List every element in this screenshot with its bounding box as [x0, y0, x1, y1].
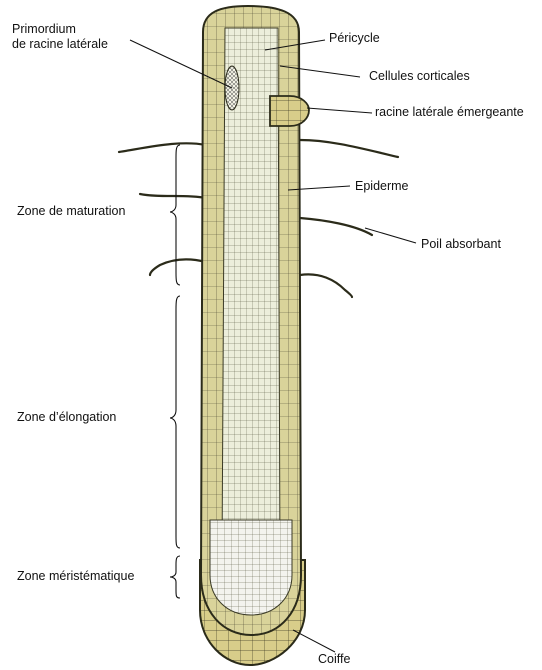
root-hair-right-3: [300, 274, 352, 297]
label-root-cap: Coiffe: [318, 652, 350, 667]
root-hair-left-3: [150, 259, 206, 275]
meristem-zone: [210, 520, 292, 615]
label-pericycle: Péricycle: [329, 31, 380, 46]
label-epiderme: Epiderme: [355, 179, 409, 194]
root-hair-left-1: [119, 143, 206, 152]
label-primordium-line2: de racine latérale: [12, 37, 108, 52]
leader-coiffe: [293, 630, 335, 652]
root-hair-right-2: [300, 218, 372, 235]
label-primordium: Primordium de racine latérale: [12, 22, 108, 52]
bracket-elongation: [170, 296, 180, 548]
root-hair-right-1: [300, 140, 398, 157]
zone-brackets: [170, 145, 180, 598]
bracket-meristem: [170, 556, 180, 598]
label-zone-elongation: Zone d’élongation: [17, 410, 116, 425]
label-zone-meristem: Zone méristématique: [17, 569, 134, 584]
leader-emerging: [307, 108, 372, 113]
label-cortical-cells: Cellules corticales: [369, 69, 470, 84]
emerging-lateral-root: [270, 96, 309, 126]
root-hair-left-2: [140, 194, 206, 198]
label-primordium-line1: Primordium: [12, 22, 108, 37]
bracket-maturation: [170, 145, 180, 285]
label-root-hair: Poil absorbant: [421, 237, 501, 252]
label-zone-maturation: Zone de maturation: [17, 204, 125, 219]
label-emerging-lateral-root: racine latérale émergeante: [375, 105, 524, 120]
